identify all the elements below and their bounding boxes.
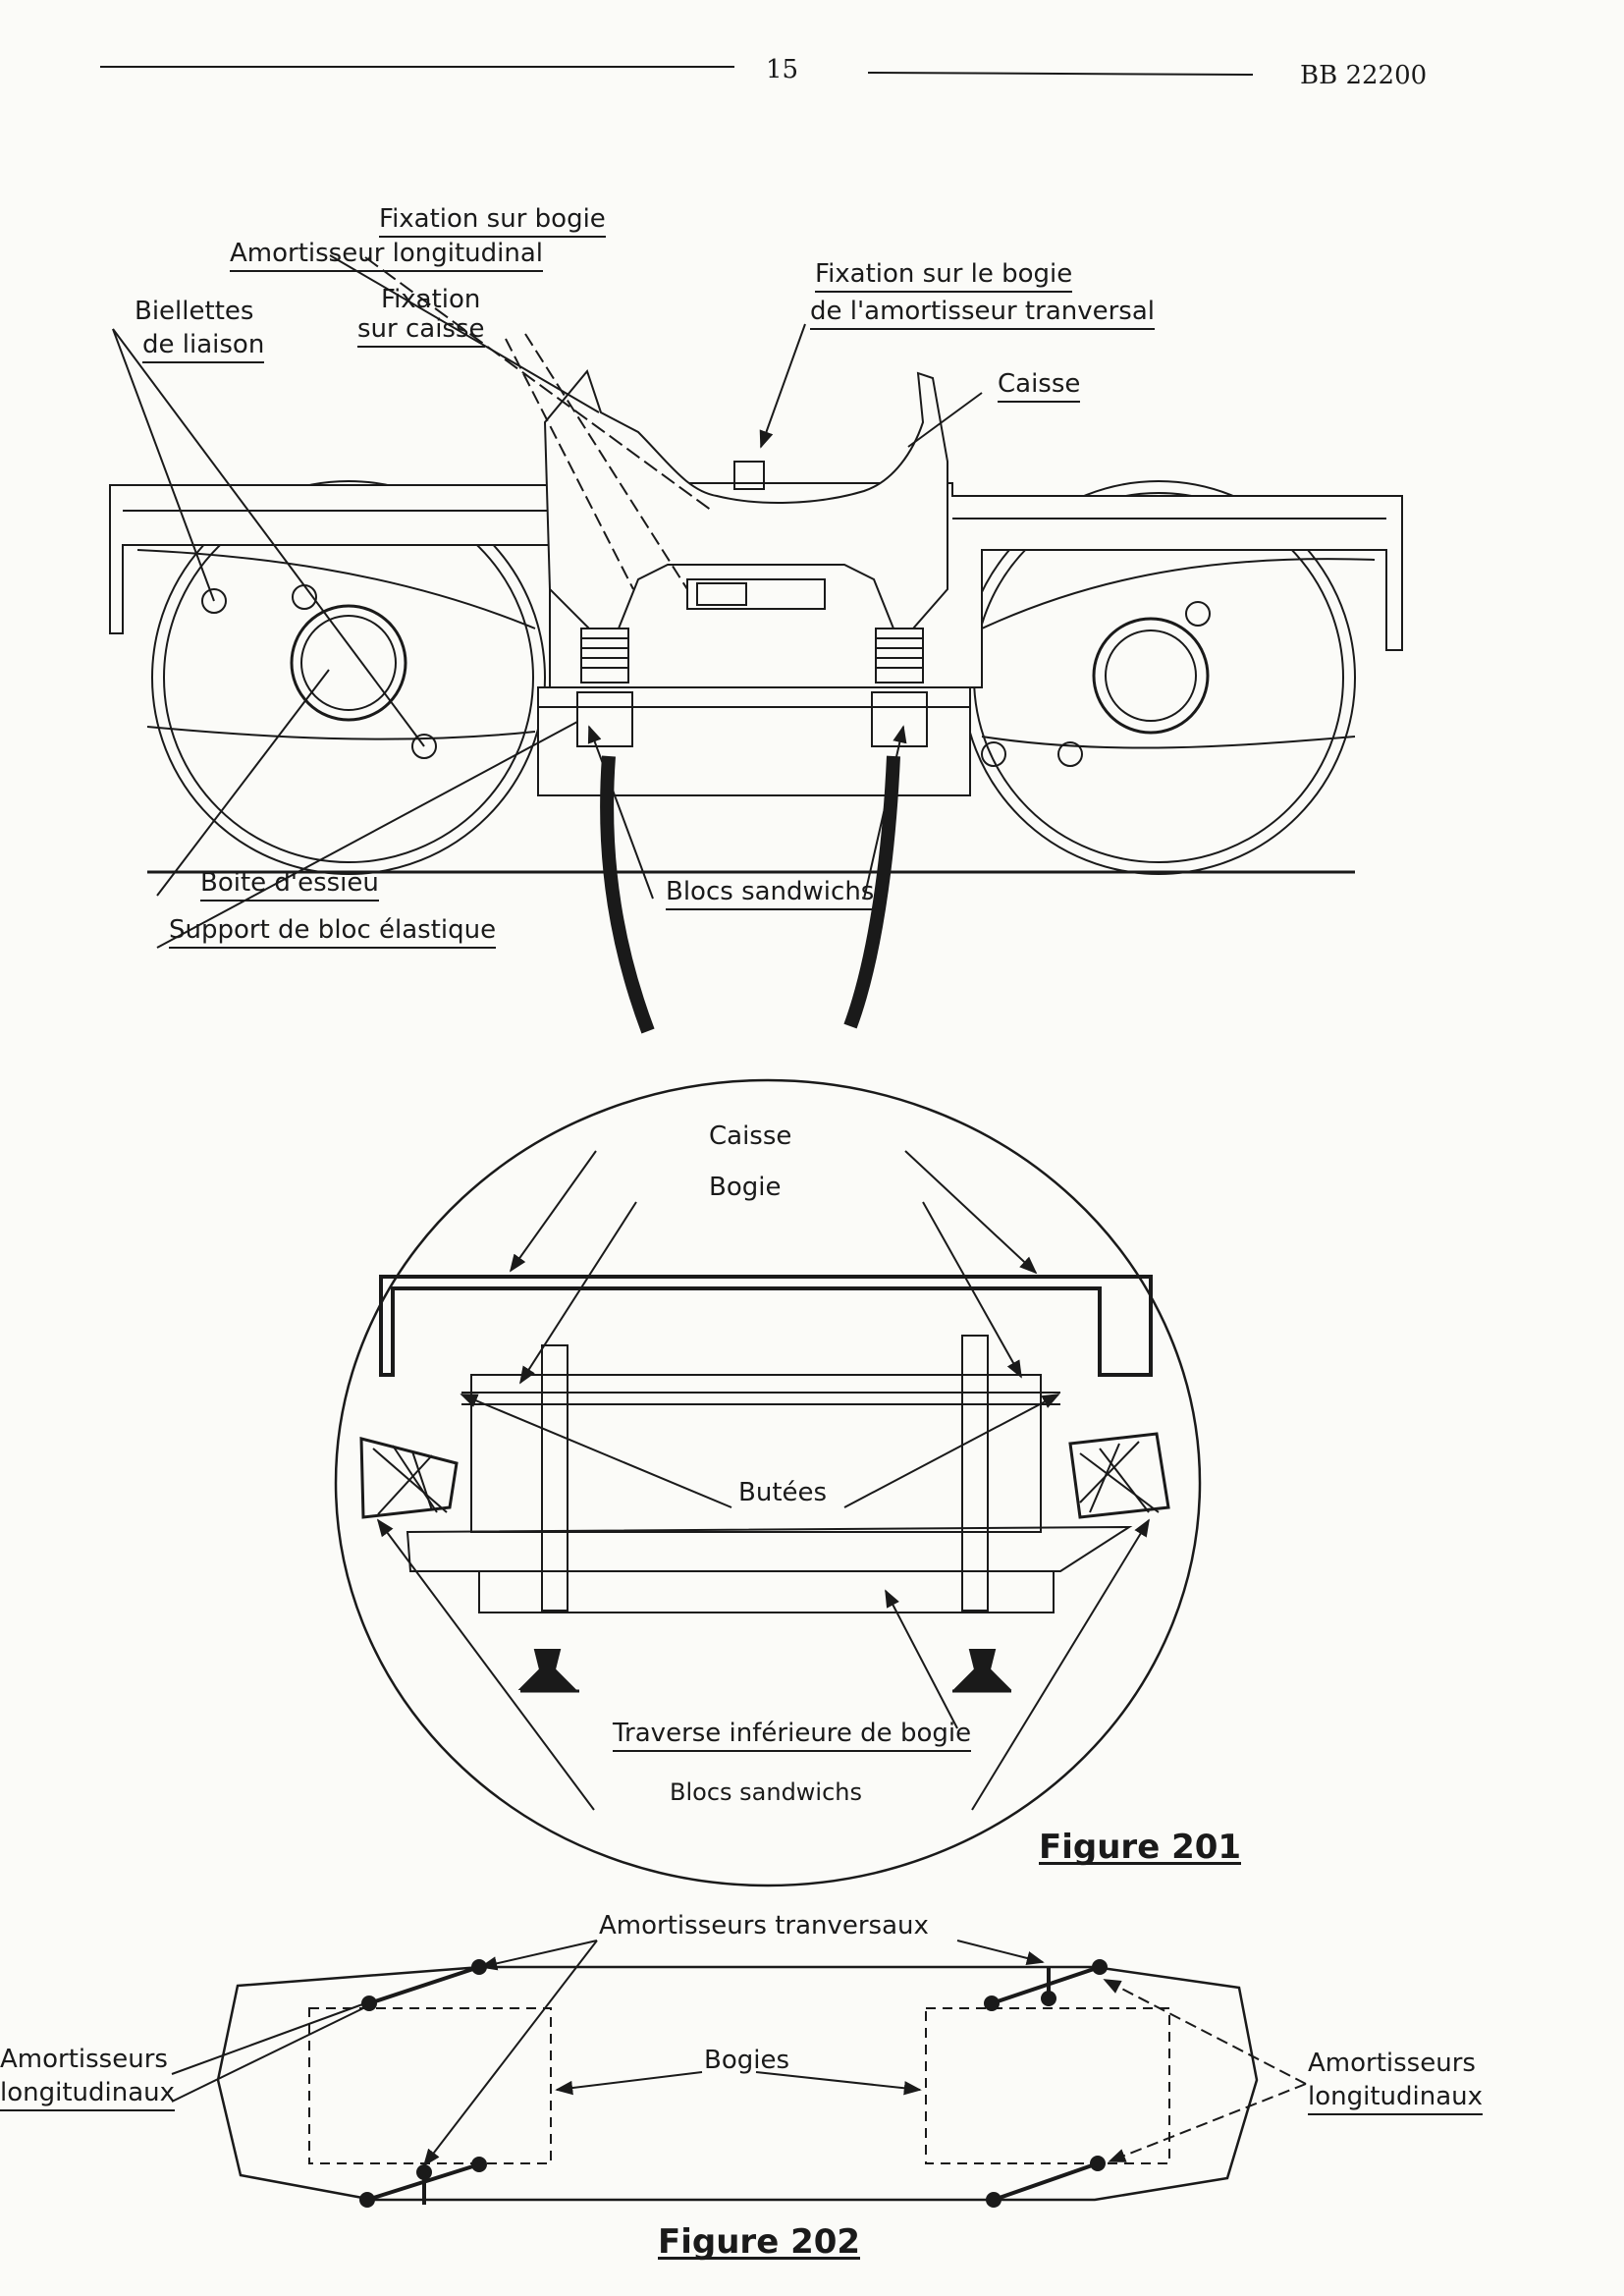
plan-bogie-left <box>308 2007 552 2164</box>
label-fixation-sur-le-bogie: Fixation sur le bogie <box>815 259 1073 293</box>
label-detail-caisse: Caisse <box>709 1121 792 1151</box>
left-wheel <box>151 480 546 875</box>
right-axle-box <box>1092 617 1210 735</box>
page-number: 15 <box>766 55 799 84</box>
leader-lines-top <box>112 254 983 949</box>
label-amortisseurs-right: Amortisseurs <box>1308 2049 1476 2078</box>
label-boite-d-essieu: Boite d'essieu <box>200 868 379 902</box>
detail-right-spring <box>1068 1432 1170 1519</box>
damper-right-bottom <box>993 2161 1099 2202</box>
label-traverse-inferieure: Traverse inférieure de bogie <box>613 1719 972 1752</box>
label-detail-blocs-sandwichs: Blocs sandwichs <box>670 1778 863 1806</box>
label-biellettes: Biellettes <box>135 297 254 326</box>
label-butees: Butées <box>738 1478 828 1507</box>
label-caisse: Caisse <box>998 369 1081 403</box>
plan-body-outline <box>216 1965 1259 2202</box>
detail-left-rail <box>517 1649 577 1690</box>
label-sur-caisse: sur caisse <box>357 314 485 348</box>
label-amortisseurs-left: Amortisseurs <box>0 2045 168 2074</box>
label-blocs-sandwichs-top: Blocs sandwichs <box>666 877 875 910</box>
plan-bogie-right <box>925 2007 1170 2164</box>
connector-right <box>843 755 900 1029</box>
detail-right-rail <box>952 1649 1012 1690</box>
label-longitudinaux-right: longitudinaux <box>1308 2082 1484 2115</box>
transversal-damper-bolt <box>733 461 765 490</box>
detail-caisse-frame <box>379 1275 1153 1377</box>
label-longitudinaux-left: longitudinaux <box>0 2078 176 2111</box>
label-amortisseur-longitudinal: Amortisseur longitudinal <box>230 239 544 272</box>
label-de-liaison: de liaison <box>142 330 265 363</box>
label-fixation-sur-bogie: Fixation sur bogie <box>379 204 606 238</box>
label-fixation: Fixation <box>381 285 481 314</box>
right-sandwich-block <box>871 628 928 747</box>
connector-left <box>600 755 655 1034</box>
left-sandwich-block <box>576 628 633 747</box>
bogie-side-view <box>109 368 1403 875</box>
label-amortisseur-tranversal: de l'amortisseur tranversal <box>810 297 1155 330</box>
detail-left-spring <box>359 1437 459 1519</box>
label-bogies: Bogies <box>704 2046 790 2075</box>
detail-bogie <box>470 1374 1042 1533</box>
figure-201-caption: Figure 201 <box>1039 1828 1242 1867</box>
figure-202-caption: Figure 202 <box>658 2222 861 2262</box>
damper-left-top <box>368 1965 480 2005</box>
plan-view <box>171 1940 1307 2208</box>
header-rule-right <box>867 72 1254 76</box>
damper-right-top <box>991 1965 1101 2005</box>
detail-lower-traverse <box>406 1525 1133 1572</box>
left-axle-box <box>290 604 407 722</box>
label-detail-bogie: Bogie <box>709 1173 782 1202</box>
document-reference: BB 22200 <box>1300 61 1428 90</box>
label-amortisseurs-tranversaux: Amortisseurs tranversaux <box>599 1911 929 1941</box>
label-support-de-bloc: Support de bloc élastique <box>169 915 497 949</box>
detail-circle <box>334 1078 1202 1887</box>
